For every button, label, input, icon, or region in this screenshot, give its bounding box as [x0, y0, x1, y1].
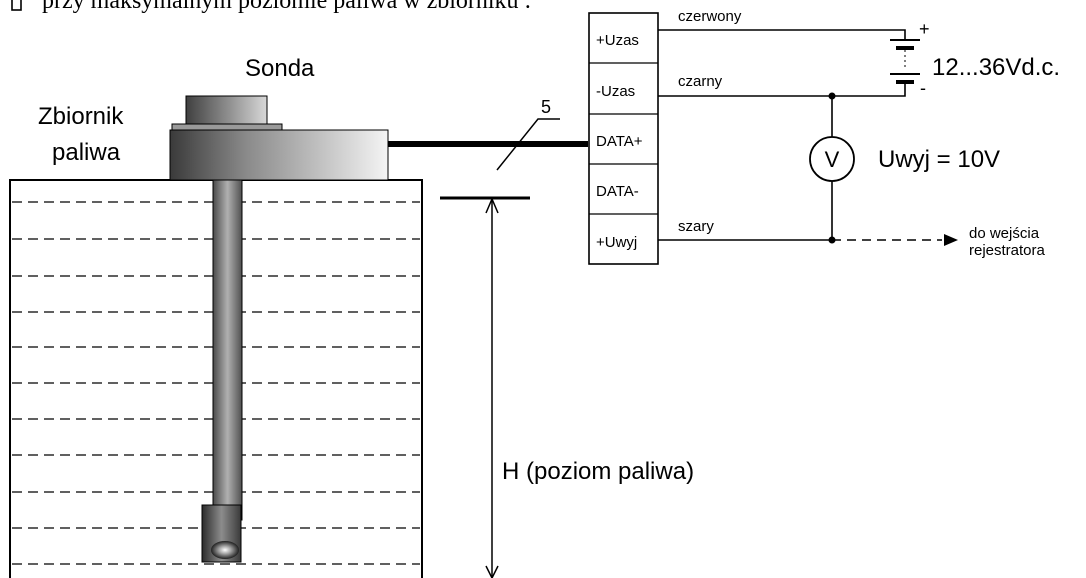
probe-tip	[211, 541, 239, 559]
tank-label-line2: paliwa	[52, 139, 121, 166]
supply-voltage-label: 12...36Vd.c.	[932, 54, 1060, 81]
probe-label: Sonda	[245, 55, 315, 82]
junction-bottom	[828, 236, 836, 244]
header-bullet	[11, 0, 22, 11]
terminal-plus-uzas: +Uzas	[596, 32, 639, 49]
terminal-minus-uzas: -Uzas	[596, 83, 635, 100]
header-text: przy maksymalnym poziomie paliwa w zbior…	[42, 0, 531, 14]
fuel-level-lines	[12, 201, 420, 565]
recorder-label-line1: do wejścia	[969, 225, 1040, 242]
battery-icon	[890, 39, 920, 84]
probe-rod	[212, 177, 243, 521]
wire-gray-label: szary	[678, 218, 714, 235]
fuel-level-dimension	[440, 196, 530, 578]
wire-black-label: czarny	[678, 73, 723, 90]
fuel-level-label: H (poziom paliwa)	[502, 458, 694, 485]
junction-top	[828, 92, 836, 100]
arrow-icon	[944, 234, 958, 246]
wires	[658, 29, 942, 241]
battery-plus-sign: +	[919, 19, 930, 39]
output-voltage-label: Uwyj = 10V	[878, 146, 1000, 173]
black-wire	[658, 83, 906, 97]
recorder-label-line2: rejestratora	[969, 242, 1046, 259]
red-wire	[658, 29, 906, 40]
terminal-block	[588, 12, 659, 265]
voltmeter-icon	[809, 136, 855, 182]
terminal-data-plus: DATA+	[596, 133, 643, 150]
probe-cap	[185, 95, 268, 127]
probe-head	[169, 129, 389, 181]
wire-red-label: czerwony	[678, 8, 742, 25]
voltmeter-symbol: V	[825, 147, 840, 172]
terminal-plus-uwyj: +Uwyj	[596, 234, 637, 251]
tank-label-line1: Zbiornik	[38, 103, 124, 130]
terminal-data-minus: DATA-	[596, 183, 639, 200]
cable-number-leader	[496, 118, 560, 171]
battery-minus-sign: -	[920, 78, 926, 98]
cable-number: 5	[541, 97, 551, 117]
probe	[169, 95, 389, 563]
